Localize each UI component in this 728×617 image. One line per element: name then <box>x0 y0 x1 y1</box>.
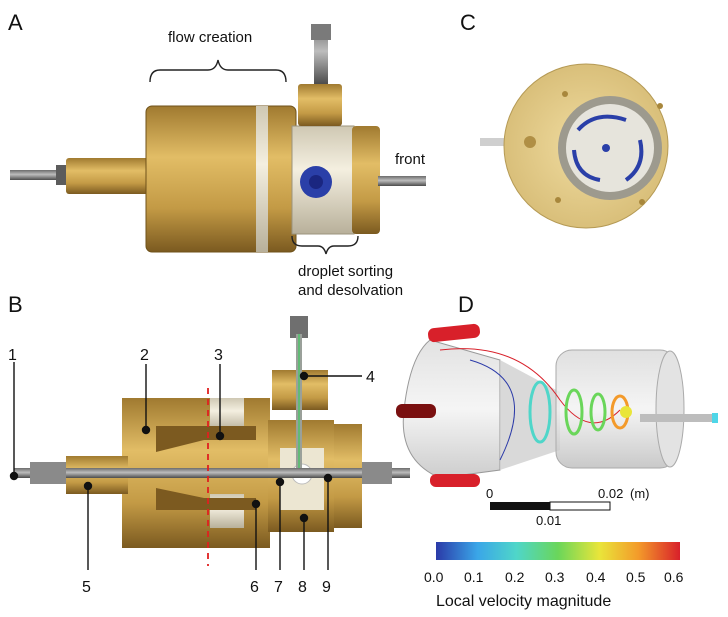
d-inlet-bottom <box>430 474 480 487</box>
rear-fitting <box>66 158 150 194</box>
inlet-rod <box>10 170 68 180</box>
panel-c-letter: C <box>460 10 476 35</box>
top-fitting <box>298 84 342 126</box>
front-cap <box>352 126 380 234</box>
colorbar-tick-0: 0.0 <box>424 569 444 585</box>
front-label: front <box>395 151 426 168</box>
main-body <box>145 105 297 253</box>
front-rod <box>378 176 426 186</box>
callout-5: 5 <box>82 579 91 596</box>
b-central-tube <box>14 468 410 478</box>
callout-9: 9 <box>322 579 331 596</box>
scale-label-001: 0.01 <box>536 513 561 528</box>
scale-label-0: 0 <box>486 486 493 501</box>
d-inlet-top <box>428 323 480 343</box>
scale-label-002: 0.02 <box>598 486 623 501</box>
flow-creation-brace <box>149 59 287 83</box>
panel-b-letter: B <box>8 292 23 317</box>
panel-d-letter: D <box>458 292 474 317</box>
scale-unit: (m) <box>630 486 650 501</box>
flow-creation-label: flow creation <box>168 29 252 46</box>
callout-2: 2 <box>140 347 149 364</box>
c-rod <box>480 138 516 146</box>
panel-d: D 0 0.02 (m) 0.01 0.0 0.1 0.2 <box>396 292 718 610</box>
callout-7: 7 <box>274 579 283 596</box>
panel-a: A flow creation front droplet sorting an… <box>8 10 426 299</box>
body-ring <box>256 106 268 252</box>
callout-6: 6 <box>250 579 259 596</box>
colorbar-tick-3: 0.3 <box>545 569 565 585</box>
scale-bar-white <box>549 501 611 511</box>
scale-bar-black <box>490 502 550 510</box>
colorbar-tick-4: 0.4 <box>586 569 606 585</box>
callout-4: 4 <box>366 369 375 386</box>
inlet-nut <box>56 165 68 185</box>
d-outlet-tube <box>640 414 716 422</box>
c-swirl-vanes <box>572 114 644 182</box>
d-streamline <box>439 348 621 424</box>
colorbar-tick-2: 0.2 <box>505 569 525 585</box>
callout-8: 8 <box>298 579 307 596</box>
colorbar-tick-1: 0.1 <box>464 569 484 585</box>
d-inlet-mid <box>396 404 436 418</box>
colorbar <box>436 542 680 560</box>
sorting-label-line1: droplet sorting <box>298 263 393 280</box>
colorbar-tick-6: 0.6 <box>664 569 684 585</box>
sorting-label-line2: and desolvation <box>298 282 403 299</box>
panel-b: B <box>8 292 410 596</box>
panel-a-letter: A <box>8 10 23 35</box>
colorbar-title: Local velocity magnitude <box>436 593 611 610</box>
top-nut <box>311 24 331 40</box>
panel-c: C <box>460 10 669 229</box>
callout-1: 1 <box>8 347 17 364</box>
colorbar-tick-5: 0.5 <box>626 569 646 585</box>
callout-3: 3 <box>214 347 223 364</box>
sorting-brace <box>291 235 359 255</box>
